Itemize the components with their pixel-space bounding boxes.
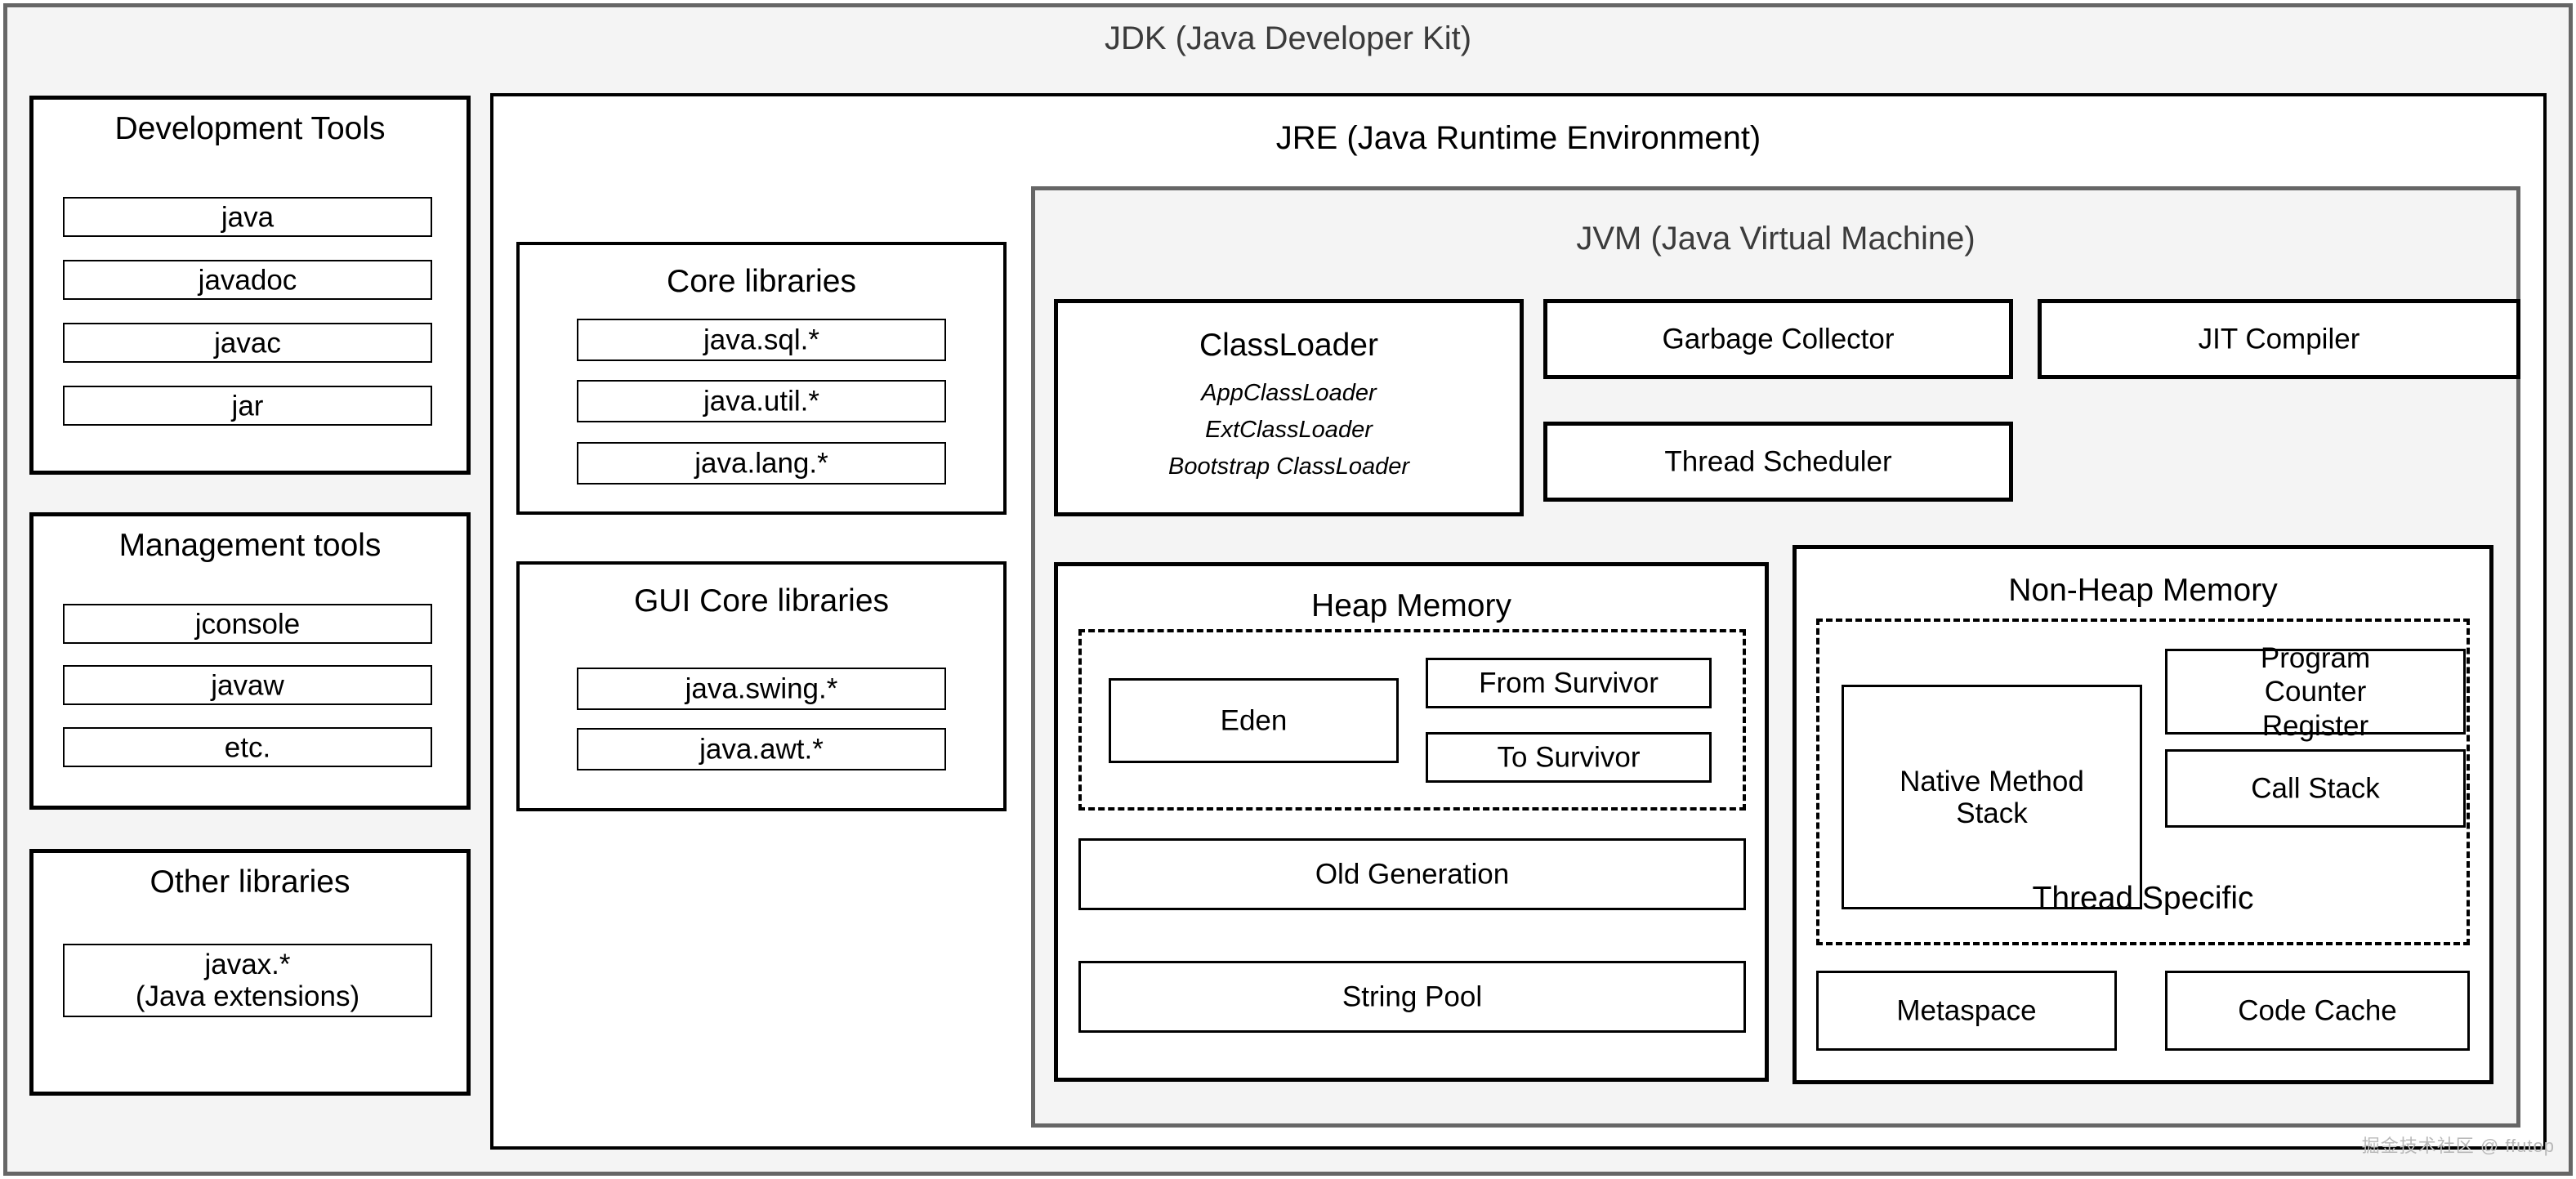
thread-scheduler-label: Thread Scheduler bbox=[1664, 445, 1892, 478]
thread-scheduler-box: Thread Scheduler bbox=[1543, 422, 2013, 502]
from-survivor-label: From Survivor bbox=[1479, 667, 1659, 699]
garbage-collector-box: Garbage Collector bbox=[1543, 299, 2013, 379]
gui-lib-item-label: java.awt.* bbox=[699, 733, 824, 766]
watermark: 掘金技术社区 @ ffutop bbox=[2361, 1136, 2555, 1156]
mgmt-item-jconsole: jconsole bbox=[63, 604, 432, 644]
eden-box: Eden bbox=[1109, 678, 1399, 763]
code-cache-label: Code Cache bbox=[2238, 994, 2397, 1027]
native-method-stack-box: Native Method Stack bbox=[1842, 685, 2142, 909]
string-pool-box: String Pool bbox=[1078, 961, 1746, 1033]
jre-title: JRE (Java Runtime Environment) bbox=[1275, 120, 1761, 156]
tool-item-label: javadoc bbox=[198, 263, 297, 296]
gui-lib-item-label: java.swing.* bbox=[685, 672, 838, 705]
gui-lib-item-java-swing: java.swing.* bbox=[577, 668, 946, 710]
jit-compiler-label: JIT Compiler bbox=[2198, 323, 2360, 355]
mgmt-item-label: javaw bbox=[211, 668, 284, 701]
classloader-title: ClassLoader bbox=[1199, 328, 1378, 363]
jit-compiler-box: JIT Compiler bbox=[2038, 299, 2520, 379]
mgmt-item-javaw: javaw bbox=[63, 665, 432, 705]
program-counter-register-label: Program Counter Register bbox=[2260, 642, 2371, 742]
string-pool-label: String Pool bbox=[1342, 980, 1483, 1013]
call-stack-box: Call Stack bbox=[2165, 749, 2466, 828]
core-lib-item-label: java.util.* bbox=[703, 385, 820, 418]
thread-specific-region bbox=[1816, 619, 2470, 945]
classloader-app: AppClassLoader bbox=[1201, 380, 1377, 406]
development-tools-title: Development Tools bbox=[114, 111, 386, 146]
heap-memory-title: Heap Memory bbox=[1311, 588, 1511, 623]
core-libraries-title: Core libraries bbox=[667, 264, 856, 299]
thread-specific-label: Thread Specific bbox=[2032, 881, 2254, 916]
tool-item-label: jar bbox=[231, 389, 264, 422]
other-libraries-title: Other libraries bbox=[150, 864, 350, 900]
mgmt-item-label: etc. bbox=[224, 730, 271, 763]
tool-item-jar: jar bbox=[63, 386, 432, 426]
to-survivor-box: To Survivor bbox=[1426, 732, 1712, 783]
from-survivor-box: From Survivor bbox=[1426, 658, 1712, 708]
gui-core-libraries-title: GUI Core libraries bbox=[633, 583, 890, 619]
jdk-title: JDK (Java Developer Kit) bbox=[1104, 20, 1472, 56]
metaspace-label: Metaspace bbox=[1896, 994, 2037, 1027]
core-lib-item-label: java.sql.* bbox=[703, 324, 820, 356]
tool-item-label: java bbox=[221, 200, 275, 233]
young-generation-region bbox=[1078, 629, 1746, 811]
code-cache-box: Code Cache bbox=[2165, 971, 2470, 1051]
to-survivor-label: To Survivor bbox=[1497, 741, 1641, 774]
core-lib-item-java-util: java.util.* bbox=[577, 380, 946, 422]
classloader-box: ClassLoader AppClassLoader ExtClassLoade… bbox=[1054, 299, 1524, 516]
old-generation-label: Old Generation bbox=[1315, 858, 1510, 891]
tool-item-java: java bbox=[63, 197, 432, 237]
native-method-stack-label: Native Method Stack bbox=[1900, 765, 2084, 829]
core-lib-item-java-lang: java.lang.* bbox=[577, 442, 946, 485]
non-heap-memory-title: Non-Heap Memory bbox=[2008, 573, 2278, 608]
jvm-title: JVM (Java Virtual Machine) bbox=[1576, 221, 1976, 257]
core-lib-item-label: java.lang.* bbox=[694, 447, 828, 480]
mgmt-item-etc: etc. bbox=[63, 727, 432, 767]
eden-label: Eden bbox=[1220, 704, 1288, 737]
metaspace-box: Metaspace bbox=[1816, 971, 2117, 1051]
garbage-collector-label: Garbage Collector bbox=[1662, 323, 1895, 355]
core-lib-item-java-sql: java.sql.* bbox=[577, 319, 946, 361]
classloader-ext: ExtClassLoader bbox=[1205, 416, 1373, 443]
tool-item-javac: javac bbox=[63, 323, 432, 363]
program-counter-register-box bbox=[2165, 649, 2466, 735]
other-lib-item-javax: javax.* (Java extensions) bbox=[63, 944, 432, 1017]
old-generation-box: Old Generation bbox=[1078, 838, 1746, 910]
mgmt-item-label: jconsole bbox=[194, 607, 301, 640]
gui-lib-item-java-awt: java.awt.* bbox=[577, 728, 946, 770]
management-tools-title: Management tools bbox=[118, 528, 382, 563]
classloader-bootstrap: Bootstrap ClassLoader bbox=[1168, 453, 1409, 480]
call-stack-label: Call Stack bbox=[2251, 772, 2380, 805]
tool-item-label: javac bbox=[214, 326, 281, 359]
tool-item-javadoc: javadoc bbox=[63, 260, 432, 300]
other-lib-item-label: javax.* (Java extensions) bbox=[135, 948, 360, 1012]
